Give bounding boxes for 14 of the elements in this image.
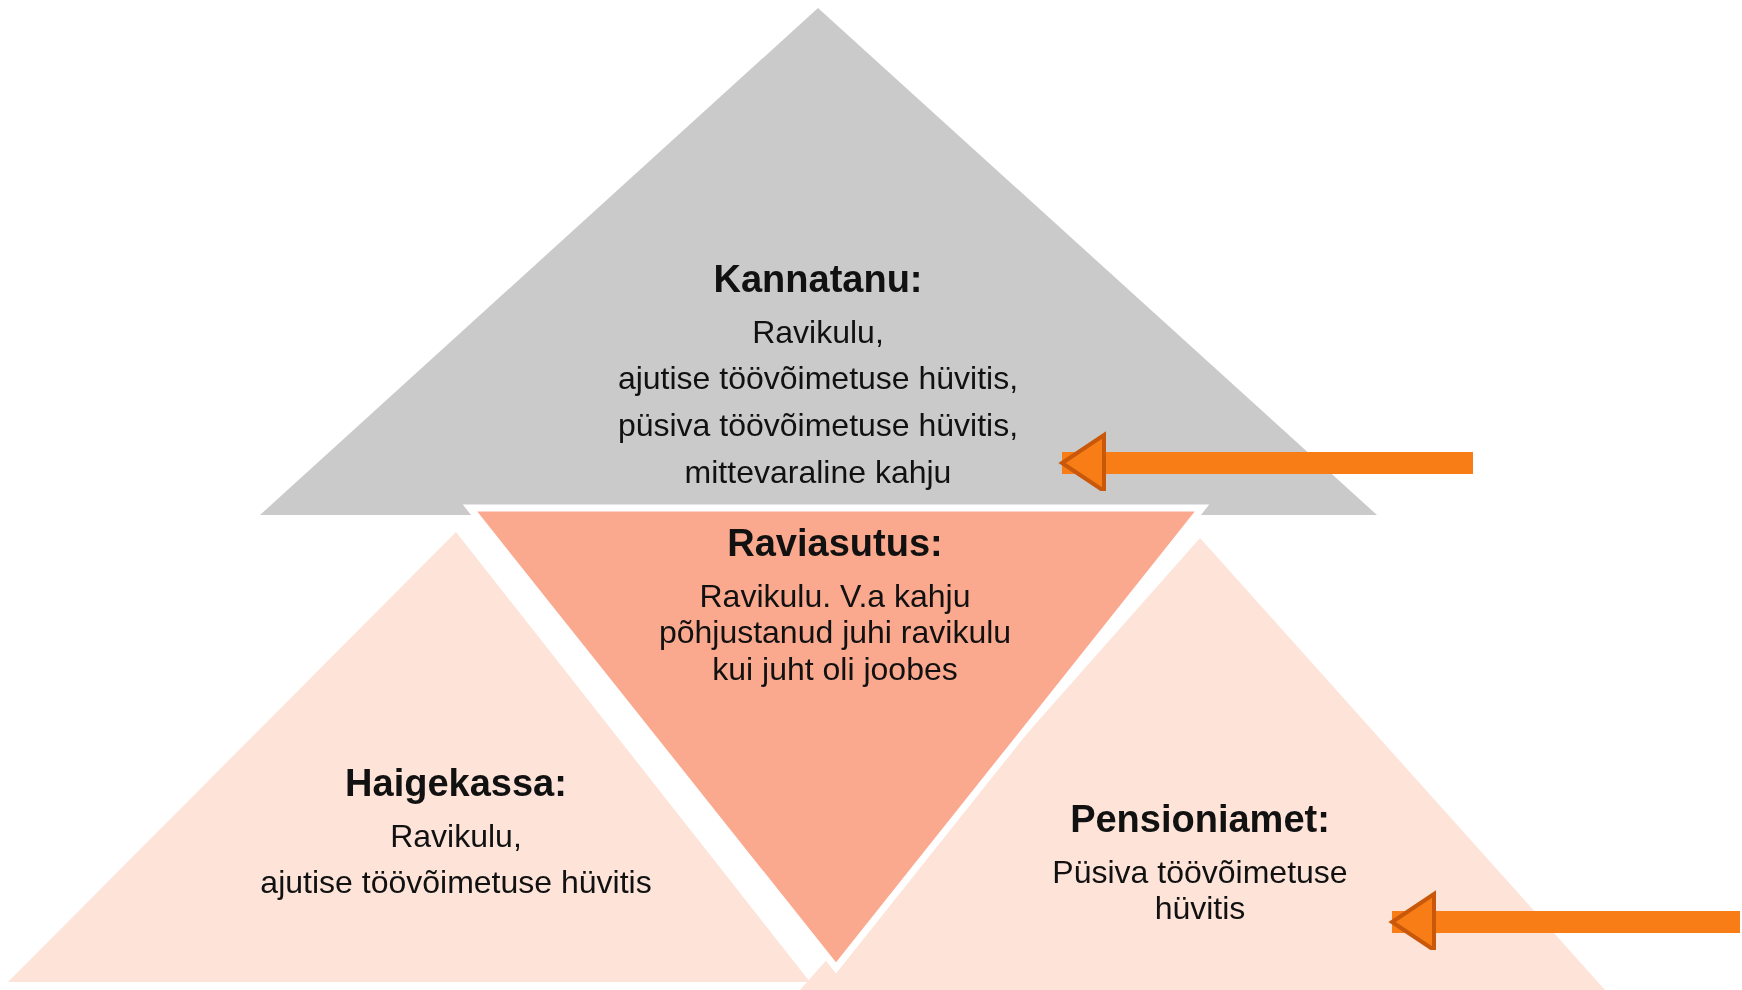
description-text: mittevaraline kahju (683, 454, 953, 491)
heading: Haigekassa: (344, 762, 568, 806)
description-text: Ravikulu, (389, 817, 523, 855)
description-text: Ravikulu, (751, 313, 885, 351)
block-arrow (1060, 433, 1473, 493)
description-text: Ravikulu. V.a kahju põhjustanud juhi ravikulu kui juht oli joobes (657, 577, 1013, 689)
description-text: Püsiva töövõimetuse hüvitis (1051, 853, 1349, 928)
description-text: ajutise töövõimetuse hüvitis (259, 864, 653, 902)
block-arrow (1390, 892, 1740, 952)
heading: Raviasutus: (726, 522, 944, 566)
heading: Pensioniamet: (1069, 798, 1331, 842)
description-text: ajutise töövõimetuse hüvitis, (616, 360, 1020, 398)
heading: Kannatanu: (712, 258, 924, 302)
description-text: püsiva töövõimetuse hüvitis, (616, 407, 1020, 445)
